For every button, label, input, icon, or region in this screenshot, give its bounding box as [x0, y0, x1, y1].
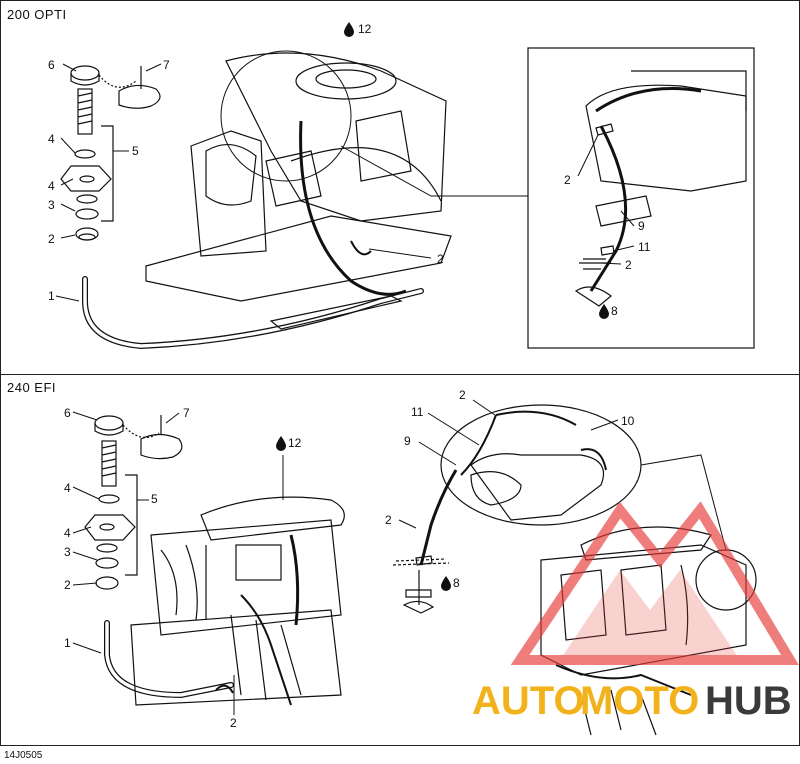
callout-9: 9 [404, 434, 411, 448]
detail-magnifier [220, 50, 352, 182]
engine-base [130, 609, 342, 706]
callout-7: 7 [183, 406, 190, 420]
intake-block [265, 150, 322, 207]
hose-clip [269, 295, 403, 330]
flywheel-cover [295, 62, 397, 100]
filler-cap [94, 415, 124, 431]
oil-drop-icon [441, 576, 451, 591]
detail-leader [340, 145, 528, 197]
callout-2: 2 [48, 232, 55, 246]
callout-2: 2 [564, 173, 571, 187]
oil-drop-icon [599, 304, 609, 319]
callout-9: 9 [638, 219, 645, 233]
control-module [235, 544, 282, 581]
callout-11: 11 [411, 405, 424, 419]
callout-6: 6 [48, 58, 55, 72]
detail-clamp [595, 123, 614, 136]
callout-2: 2 [459, 388, 466, 402]
callout-1: 1 [64, 636, 71, 650]
o-ring-lower [96, 543, 118, 553]
bottom-hose [419, 469, 458, 566]
panel-240-efi: 240 EFI [0, 374, 800, 746]
oil-hose [299, 120, 407, 296]
detail-engine [585, 84, 747, 192]
callout-8: 8 [453, 576, 460, 590]
callout-4: 4 [48, 132, 55, 146]
callout-4: 4 [64, 526, 71, 540]
panel-title: 200 OPTI [7, 7, 67, 22]
callout-11: 11 [638, 240, 651, 254]
bracket-5 [125, 474, 138, 576]
bottom-bulb [402, 600, 435, 614]
diagram-200-opti: 6 7 4 5 4 3 2 1 2 12 2 9 11 2 8 [48, 22, 755, 350]
callout-4: 4 [64, 481, 71, 495]
callout-3: 3 [64, 545, 71, 559]
callout-10: 10 [621, 414, 635, 428]
engine-block [190, 130, 267, 257]
engine-upper [225, 52, 447, 222]
oil-drop-icon [344, 22, 354, 37]
cap-tether [140, 433, 183, 460]
right-engine-block [540, 544, 747, 676]
detail-box [527, 47, 755, 349]
callout-3: 3 [48, 198, 55, 212]
detail-tube-9 [595, 195, 652, 227]
callout-2: 2 [437, 252, 444, 266]
bracket-5 [101, 125, 114, 222]
detail-bulb [574, 286, 612, 307]
hose-clamp [415, 555, 433, 566]
engine-base-plate [145, 215, 452, 302]
washer [75, 208, 99, 220]
panel-title: 240 EFI [7, 380, 57, 395]
magnified-manifold [470, 453, 605, 521]
magnified-hose [495, 410, 577, 426]
figure-code: 14J0505 [4, 750, 43, 761]
washer [95, 557, 119, 569]
filler-cap [70, 65, 100, 81]
filler-neck [101, 440, 117, 487]
callout-8: 8 [611, 304, 618, 318]
callout-5: 5 [151, 492, 158, 506]
mounting-flange [60, 165, 112, 192]
reservoir-hose [82, 276, 424, 350]
callout-2: 2 [230, 716, 237, 730]
right-engine-cover [580, 526, 712, 561]
callout-2: 2 [625, 258, 632, 272]
callout-12: 12 [288, 436, 302, 450]
detail-small-circle [695, 549, 757, 611]
clamp-fitting [95, 576, 119, 590]
air-silencer [205, 144, 257, 206]
callout-2: 2 [64, 578, 71, 592]
o-ring-upper [74, 149, 96, 159]
mounting-flange [84, 514, 136, 541]
magnified-tube [470, 471, 522, 506]
callout-1: 1 [48, 289, 55, 303]
diagram-240-efi: 6 7 4 5 4 3 2 1 2 12 2 11 10 9 2 8 [64, 388, 757, 736]
callout-7: 7 [163, 58, 170, 72]
callout-5: 5 [132, 144, 139, 158]
oil-drop-icon [276, 436, 286, 451]
callout-4: 4 [48, 179, 55, 193]
callout-6: 6 [64, 406, 71, 420]
panel-200-opti: 200 OPTI [0, 0, 800, 375]
o-ring-upper [98, 494, 120, 504]
callout-12: 12 [358, 22, 372, 36]
engine-block [150, 519, 342, 636]
detail-hose-upper [595, 87, 702, 113]
callout-2: 2 [385, 513, 392, 527]
engine-cover [200, 496, 345, 541]
o-ring-lower [76, 194, 98, 204]
filler-neck [77, 88, 93, 135]
cap-tether [118, 84, 161, 109]
